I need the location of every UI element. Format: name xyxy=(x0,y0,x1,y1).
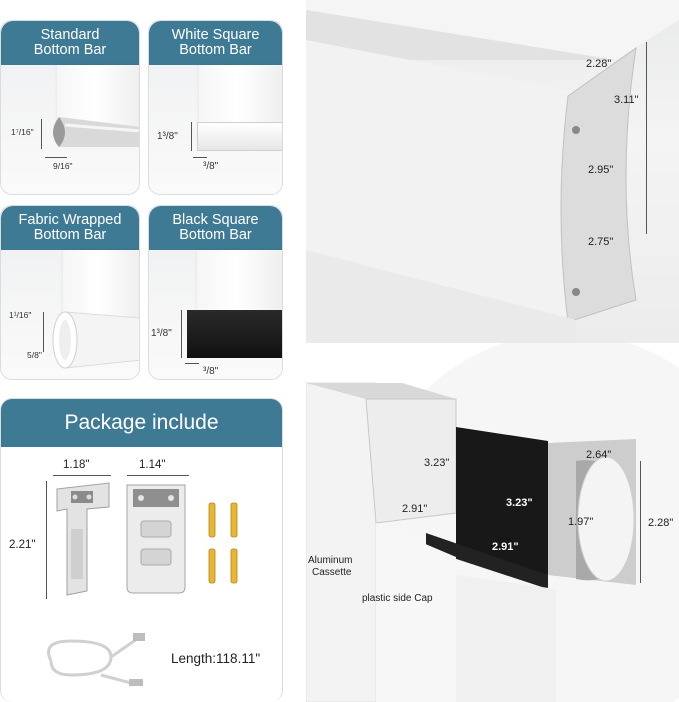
round-inner-label: 1.97" xyxy=(568,516,594,528)
card-package-include: Package include 1.18" 2.21" 1.14" L xyxy=(0,398,283,702)
card-header: Fabric Wrapped Bottom Bar xyxy=(1,206,139,250)
black-height-label: 3.23" xyxy=(506,497,533,509)
cassette-dimension-photo: 2.28" 3.11" 2.95" 2.75" xyxy=(306,0,679,343)
cassette-variants-photo: 3.23" 2.91" 3.23" 2.91" 2.64" 1.97" 2.28… xyxy=(306,343,679,702)
card-image: 1¹/16" 5/8" xyxy=(1,250,139,379)
card-title-line2: Bottom Bar xyxy=(33,227,107,243)
bracket-b-width-line xyxy=(127,475,189,476)
white-width-label: 2.91" xyxy=(402,503,428,515)
card-image: 1³/8" ³/8" xyxy=(149,250,282,379)
bracket-height-label: 2.21" xyxy=(9,539,36,551)
height-label: 1³/8" xyxy=(157,131,178,142)
bracket-a-width-label: 1.18" xyxy=(63,459,90,471)
height-line xyxy=(41,119,42,149)
width-line xyxy=(185,363,199,364)
round-top-label: 2.64" xyxy=(586,449,612,461)
white-square-bar xyxy=(197,122,282,151)
card-header: Black Square Bottom Bar xyxy=(149,206,282,250)
card-title-line2: Bottom Bar xyxy=(179,42,252,58)
card-title-line1: White Square xyxy=(171,27,260,43)
cable-length-label: Length:118.11" xyxy=(171,651,261,666)
card-standard-bottom-bar: Standard Bottom Bar 1⁷/16" 9/16" xyxy=(0,20,140,195)
height-label: 1⁷/16" xyxy=(11,127,34,137)
fabric-wrapped-bar-shape xyxy=(52,311,139,369)
width-label: ³/8" xyxy=(203,366,219,377)
dim-mid-label: 2.95" xyxy=(588,164,614,176)
width-line xyxy=(45,157,67,158)
round-height-label: 2.28" xyxy=(648,517,674,529)
height-line xyxy=(191,122,192,151)
screws-icon xyxy=(208,502,238,584)
aluminum-label-line1: Aluminum xyxy=(308,555,353,566)
bracket-a-icon xyxy=(56,482,110,596)
dim-total-line xyxy=(646,42,647,234)
card-black-square-bottom-bar: Black Square Bottom Bar 1³/8" ³/8" xyxy=(148,205,283,380)
width-line xyxy=(193,157,207,158)
card-image: 1⁷/16" 9/16" xyxy=(1,65,139,194)
width-label: ³/8" xyxy=(203,161,219,172)
card-header: White Square Bottom Bar xyxy=(149,21,282,65)
width-label: 5/8" xyxy=(27,350,42,360)
plastic-cap-label: plastic side Cap xyxy=(362,593,433,604)
card-header: Standard Bottom Bar xyxy=(1,21,139,65)
bracket-b-icon xyxy=(126,484,186,594)
bracket-height-line xyxy=(46,481,47,599)
card-image: 1³/8" ³/8" xyxy=(149,65,282,194)
package-title: Package include xyxy=(1,399,282,447)
card-title-line2: Bottom Bar xyxy=(33,42,107,58)
height-label: 1³/8" xyxy=(151,328,172,339)
aluminum-label-line2: Cassette xyxy=(312,567,352,578)
height-line xyxy=(43,312,44,352)
bracket-a-width-line xyxy=(53,475,111,476)
card-title-line2: Bottom Bar xyxy=(179,227,252,243)
card-title-line1: Fabric Wrapped xyxy=(18,212,122,228)
card-white-square-bottom-bar: White Square Bottom Bar 1³/8" ³/8" xyxy=(148,20,283,195)
width-label: 9/16" xyxy=(53,161,73,171)
dim-total-label: 3.11" xyxy=(614,94,639,106)
dim-top-label: 2.28" xyxy=(586,58,612,70)
cassette-rail-shape xyxy=(306,0,679,343)
bracket-b-width-label: 1.14" xyxy=(139,459,166,471)
standard-bottom-bar-shape xyxy=(53,117,139,147)
card-title-line1: Black Square xyxy=(172,212,259,228)
height-line xyxy=(181,310,182,358)
height-label: 1¹/16" xyxy=(9,310,32,320)
dim-low-label: 2.75" xyxy=(588,236,614,248)
card-title-line1: Standard xyxy=(40,27,100,43)
card-fabric-wrapped-bottom-bar: Fabric Wrapped Bottom Bar 1¹/16" 5/8" xyxy=(0,205,140,380)
usb-cable-icon xyxy=(47,633,145,686)
white-height-label: 3.23" xyxy=(424,457,450,469)
black-width-label: 2.91" xyxy=(492,541,519,553)
black-square-bar xyxy=(187,310,282,358)
cassette-variants-shape xyxy=(306,343,679,702)
round-height-line xyxy=(640,461,641,583)
